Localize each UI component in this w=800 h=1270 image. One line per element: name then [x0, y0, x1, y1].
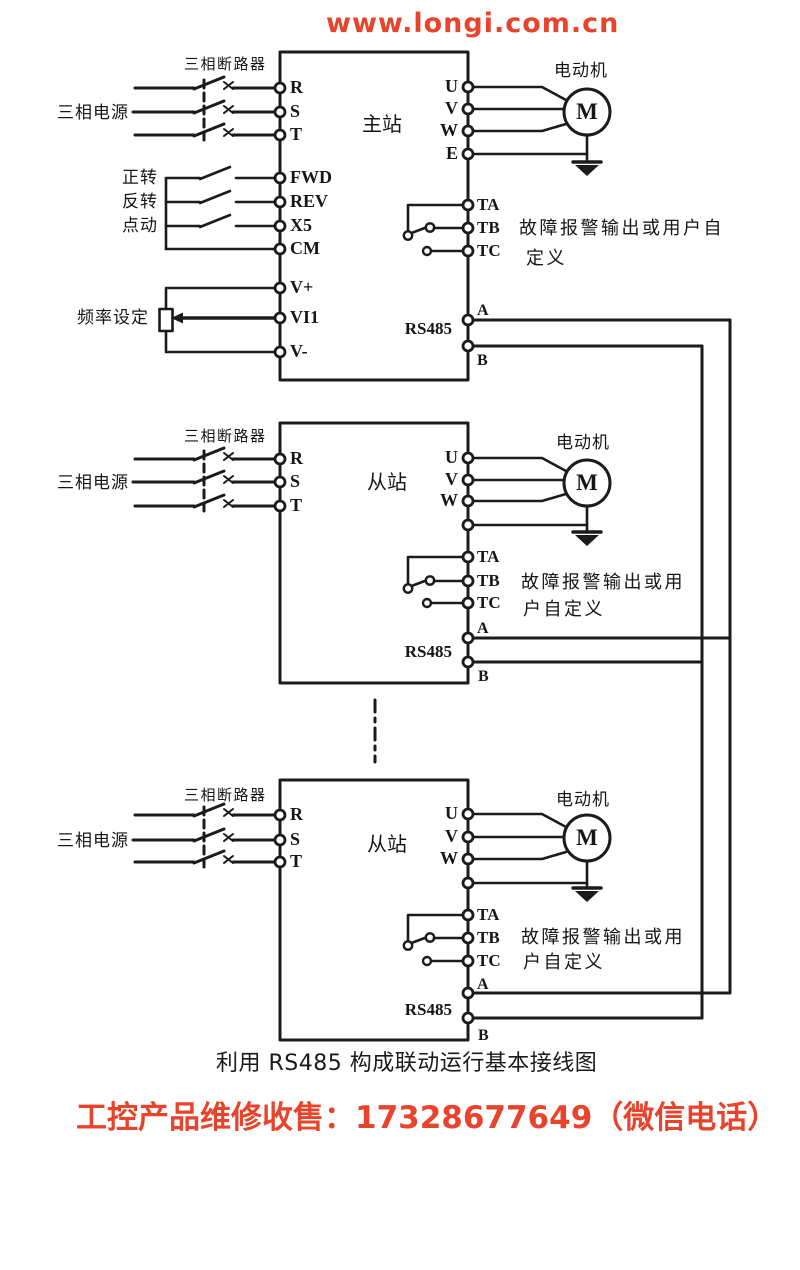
- footer-ad-text: 工控产品维修收售：17328677649（微信电话）: [76, 1100, 779, 1136]
- terminal-label-tb: TB: [477, 571, 500, 590]
- ctrl-label-fwd: 正转: [122, 168, 158, 188]
- terminal-label-t: T: [290, 124, 303, 144]
- terminal-label-u: U: [445, 447, 458, 467]
- terminal-label-s: S: [290, 829, 301, 849]
- slave1-relay-contacts: [402, 555, 470, 609]
- terminal-label-t: T: [290, 851, 303, 871]
- terminal-label-w: W: [440, 120, 458, 140]
- station-name-slave2: 从站: [367, 832, 407, 856]
- source-label-master: 三相电源: [57, 103, 129, 123]
- master-rs485-wires: [466, 318, 732, 348]
- bus-b-label-slave1: B: [478, 668, 489, 685]
- station-name-slave1: 从站: [367, 470, 407, 494]
- motor-label-slave1: 电动机: [556, 433, 610, 453]
- alarm-text-line1-slave1: 故障报警输出或用: [521, 572, 685, 593]
- terminal-label-tb: TB: [477, 218, 500, 237]
- slave1-breaker-symbol: [131, 446, 277, 515]
- station-name-master: 主站: [362, 112, 402, 136]
- terminal-label-e: E: [445, 143, 458, 163]
- slave1-terminals: [273, 451, 475, 669]
- rs485-label-master: RS485: [404, 319, 452, 338]
- master-breaker-symbol: [131, 75, 277, 144]
- slave1-motor-wires: [466, 456, 612, 546]
- terminal-label-t: T: [290, 495, 303, 515]
- motor-label-master: 电动机: [554, 61, 608, 81]
- master-potentiometer: [158, 286, 277, 354]
- terminal-label-tc: TC: [477, 241, 501, 260]
- terminal-label-w: W: [440, 848, 458, 868]
- terminal-label-tc: TC: [477, 593, 501, 612]
- rs485-label-slave2: RS485: [404, 1000, 452, 1019]
- master-inverter-box: [278, 50, 470, 382]
- rs485-bus-lines: [700, 318, 732, 1020]
- terminal-label-v: V: [445, 826, 458, 846]
- ground-icon: [571, 530, 603, 546]
- terminal-label-vminus: V-: [290, 341, 308, 361]
- ground-icon: [571, 886, 603, 902]
- terminal-label-rev: REV: [290, 191, 329, 211]
- master-terminals: [273, 80, 475, 359]
- slave2-relay-contacts: [402, 913, 470, 967]
- bus-a-label-master: A: [477, 302, 489, 319]
- ground-icon: [571, 160, 603, 176]
- slave2-terminals: [273, 807, 475, 1025]
- breaker-label-slave2: 三相断路器: [184, 786, 267, 804]
- alarm-text-line2-slave1: 户自定义: [523, 599, 605, 620]
- terminal-label-s: S: [290, 471, 301, 491]
- terminal-label-ta: TA: [477, 547, 500, 566]
- motor-letter-master: M: [576, 99, 598, 124]
- terminal-label-u: U: [445, 803, 458, 823]
- terminal-label-ta: TA: [477, 195, 500, 214]
- ctrl-label-rev: 反转: [122, 192, 158, 212]
- alarm-text-line2-master: 定义: [526, 248, 567, 269]
- alarm-text-line1-slave2: 故障报警输出或用: [521, 927, 685, 948]
- terminal-label-vplus: V+: [290, 277, 314, 297]
- master-relay-contacts: [402, 203, 470, 257]
- source-label-slave2: 三相电源: [57, 831, 129, 851]
- terminal-label-x5: X5: [290, 215, 312, 235]
- motor-label-slave2: 电动机: [556, 790, 610, 810]
- breaker-label-slave1: 三相断路器: [184, 427, 267, 445]
- terminal-label-r: R: [290, 448, 303, 468]
- ctrl-label-jog: 点动: [122, 216, 158, 236]
- slave2-rs485-wires: [466, 991, 732, 1020]
- bus-a-label-slave2: A: [477, 976, 489, 993]
- bus-a-label-slave1: A: [477, 620, 489, 637]
- site-url: www.longi.com.cn: [326, 8, 620, 39]
- bus-b-label-master: B: [477, 352, 488, 369]
- alarm-text-line1-master: 故障报警输出或用户自: [519, 218, 724, 239]
- terminal-label-tb: TB: [477, 928, 500, 947]
- master-ctrl-switches: [164, 165, 277, 251]
- freq-set-label: 频率设定: [77, 308, 149, 328]
- rs485-label-slave1: RS485: [404, 642, 452, 661]
- slave2-breaker-symbol: [131, 802, 277, 871]
- terminal-label-cm: CM: [290, 238, 320, 258]
- bus-b-label-slave2: B: [478, 1027, 489, 1044]
- figure-caption: 利用 RS485 构成联动运行基本接线图: [216, 1051, 598, 1076]
- terminal-label-w: W: [440, 490, 458, 510]
- master-motor-wires: [466, 85, 612, 176]
- terminal-label-tc: TC: [477, 951, 501, 970]
- motor-letter-slave2: M: [576, 825, 598, 850]
- terminal-label-fwd: FWD: [290, 167, 332, 187]
- terminal-label-u: U: [445, 76, 458, 96]
- terminal-label-vi1: VI1: [290, 307, 320, 327]
- slave2-motor-wires: [466, 812, 612, 902]
- terminal-label-r: R: [290, 804, 303, 824]
- terminal-label-r: R: [290, 77, 303, 97]
- terminal-label-v: V: [445, 469, 458, 489]
- motor-letter-slave1: M: [576, 470, 598, 495]
- breaker-label-master: 三相断路器: [184, 55, 267, 73]
- alarm-text-line2-slave2: 户自定义: [523, 952, 605, 973]
- slave1-rs485-wires: [466, 636, 732, 664]
- terminal-label-ta: TA: [477, 905, 500, 924]
- source-label-slave1: 三相电源: [57, 473, 129, 493]
- terminal-label-s: S: [290, 101, 301, 121]
- terminal-label-v: V: [445, 98, 458, 118]
